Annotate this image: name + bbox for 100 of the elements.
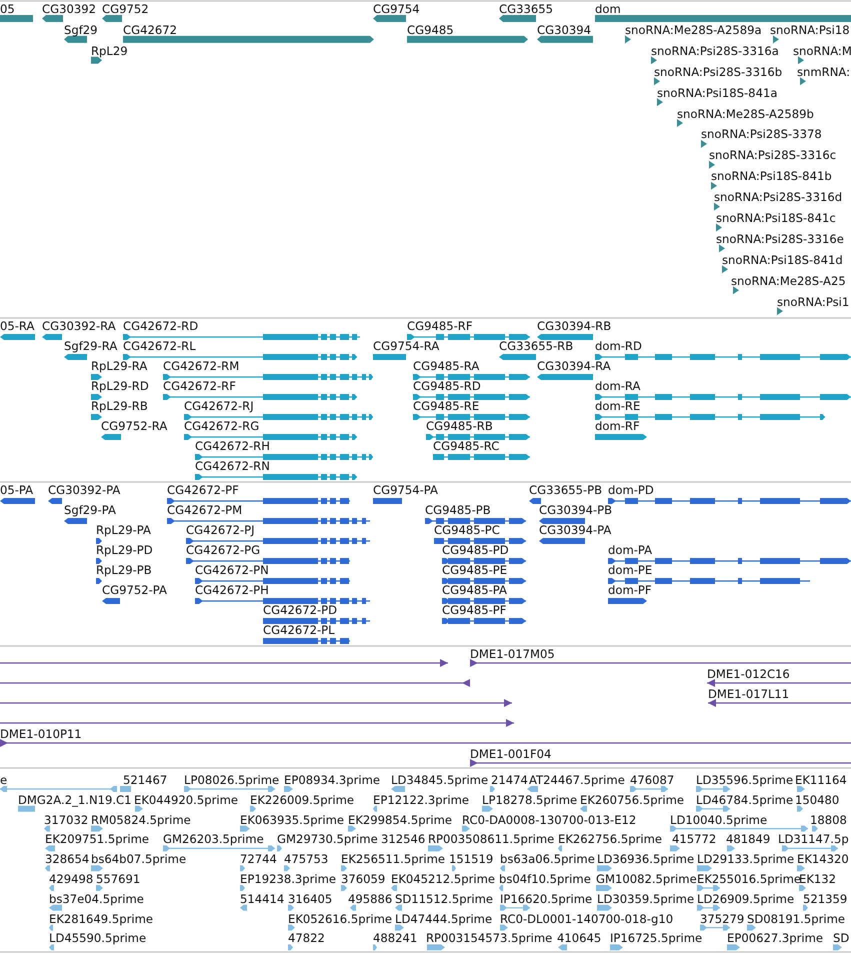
feature-label: DME1-010P11 <box>0 727 82 741</box>
feature-label: snoRNA:Psi28S-3316d <box>714 190 842 204</box>
feature-label: DME1-017L11 <box>708 687 790 701</box>
feature-label: 21474 <box>491 773 528 787</box>
feature-label: DME1-017M05 <box>470 647 555 661</box>
feature-label: CG42672-RM <box>163 359 240 373</box>
feature-label: 557691 <box>96 872 140 886</box>
feature-label: CG9485-PB <box>425 503 491 517</box>
feature-label: RpL29-RA <box>91 359 148 373</box>
feature-label: dom-PF <box>608 583 652 597</box>
feature-label: 429498 <box>49 872 94 886</box>
feature-label: DMG2A.2_1.N19.C1 <box>18 792 132 807</box>
feature-label: CG9485-PC <box>434 523 500 537</box>
feature-label: EK045212.5prime <box>391 872 496 886</box>
feature-label: CG9485-RE <box>413 399 480 413</box>
feature-label: CG30394-RB <box>537 319 612 333</box>
feature-label: 376059 <box>341 872 386 886</box>
feature-label: RP003154573.5prime <box>426 931 552 946</box>
feature-label: CG9752-RA <box>101 419 168 433</box>
feature-label: dom-RE <box>595 399 640 413</box>
feature-label: 514414 <box>240 892 284 906</box>
feature-label: RM05824.5prime <box>91 812 191 827</box>
feature-label: LD30359.5prime <box>597 892 694 906</box>
feature-label: RP003508611.5prime <box>428 832 554 846</box>
feature-label: Sgf29 <box>64 22 98 37</box>
feature-label: CG9485-PD <box>442 543 509 557</box>
feature-label: LD31147.5p <box>778 832 849 846</box>
feature-label: snoRNA:Psi18S-841c <box>716 211 836 225</box>
feature-label: 151519 <box>449 852 494 866</box>
feature-label: EK262756.5prime <box>558 832 662 846</box>
feature-label: CG30392-PA <box>48 483 120 497</box>
feature-label: 72744 <box>240 852 277 866</box>
feature-label: CG42672-PM <box>167 503 242 517</box>
feature-label: 328654 <box>45 852 90 866</box>
feature-label: CG33655-PB <box>529 483 602 497</box>
feature-label: CG42672-PH <box>195 583 269 597</box>
feature-label: dom <box>595 2 621 16</box>
feature-label: LD26909.5prime <box>697 892 794 906</box>
feature-label: LD10040.5prime <box>670 812 768 827</box>
feature-label: 476087 <box>630 773 674 787</box>
feature-label: 475753 <box>284 852 328 866</box>
feature-label: snoRNA:Psi18S-841d <box>722 252 843 267</box>
feature-label: SD08191.5prime <box>747 912 846 926</box>
feature-label: DME1-012C16 <box>707 667 790 681</box>
feature-label: CG42672-PF <box>167 483 239 497</box>
feature-label: CG30394-PB <box>539 503 612 517</box>
feature-label: snoRNA:Psi18S-841b <box>711 169 832 184</box>
feature-label: 495886 <box>348 892 392 906</box>
feature-label: 05 <box>0 2 15 16</box>
feature-label: CG33655 <box>499 2 553 16</box>
feature-label: GM26203.5prime <box>163 832 264 846</box>
feature-label: 05-PA <box>0 483 34 497</box>
feature-label: EK132 <box>799 872 836 886</box>
feature-label: CG42672-RH <box>195 439 270 453</box>
feature-label: EK255016.5prime <box>697 872 802 886</box>
feature-label: snoRNA:Psi28S-3378 <box>701 127 822 142</box>
feature-label: DME1-001F04 <box>470 747 552 761</box>
feature-label: IP16620.5prime <box>500 892 592 906</box>
feature-label: CG42672-PD <box>263 603 338 617</box>
feature-label: 18808 <box>810 812 847 827</box>
feature-label: snoRNA:Psi28S-3316a <box>651 44 779 58</box>
feature-label: RpL29-PA <box>96 523 151 537</box>
feature-label: RC0-DA0008-130700-013-E12 <box>462 812 636 827</box>
feature-label: CG9485-PA <box>442 583 507 597</box>
feature-label: snoRNA:M <box>793 44 851 58</box>
feature-label: IP16725.5prime <box>610 931 702 946</box>
feature-label: bs04f10.5prime <box>499 872 591 886</box>
feature-label: 375279 <box>700 912 744 926</box>
feature-label: CG42672-RN <box>195 459 270 473</box>
feature-label: SD <box>833 931 850 946</box>
feature-label: dom-RA <box>595 379 640 393</box>
feature-label: Sgf29-PA <box>64 503 116 517</box>
feature-label: CG9752-PA <box>102 583 167 597</box>
feature-label: LP08026.5prime <box>184 773 280 787</box>
feature-label: snoRNA:Psi28S-3316b <box>654 64 782 79</box>
feature-label: CG9752 <box>102 2 149 16</box>
feature-label: dom-PA <box>608 543 652 557</box>
feature-label: dom-PD <box>608 483 654 497</box>
feature-label: EP19238.3prime <box>240 872 336 886</box>
feature-label: snoRNA:Me28S-A25 <box>731 274 846 288</box>
feature-label: CG42672-PL <box>263 623 335 637</box>
feature-label: CG42672-PJ <box>186 523 255 537</box>
feature-label: RpL29-RD <box>91 379 149 393</box>
feature-label: CG42672-PN <box>195 563 269 577</box>
feature-label: 488241 <box>373 931 418 946</box>
feature-label: LD34845.5prime <box>391 773 488 787</box>
feature-label: bs63a06.5prime <box>500 852 595 866</box>
feature-label: 316405 <box>288 892 332 906</box>
feature-label: CG42672-RD <box>123 319 198 333</box>
feature-label: GM29730.5prime <box>277 832 378 846</box>
feature-label: 312546 <box>381 832 426 846</box>
feature-label: EP12122.3prime <box>373 792 470 807</box>
feature-label: snoRNA:Me28S-A2589a <box>625 22 762 37</box>
feature-label: RC0-DL0001-140700-018-g10 <box>500 912 674 926</box>
feature-label: LD36936.5prime <box>597 852 694 866</box>
feature-label: LD29133.5prime <box>697 852 794 866</box>
feature-label: EP08934.3prime <box>284 773 380 787</box>
feature-label: CG30392 <box>42 2 96 16</box>
feature-label: CG9485-RB <box>426 419 493 433</box>
feature-label: 150480 <box>795 792 840 807</box>
